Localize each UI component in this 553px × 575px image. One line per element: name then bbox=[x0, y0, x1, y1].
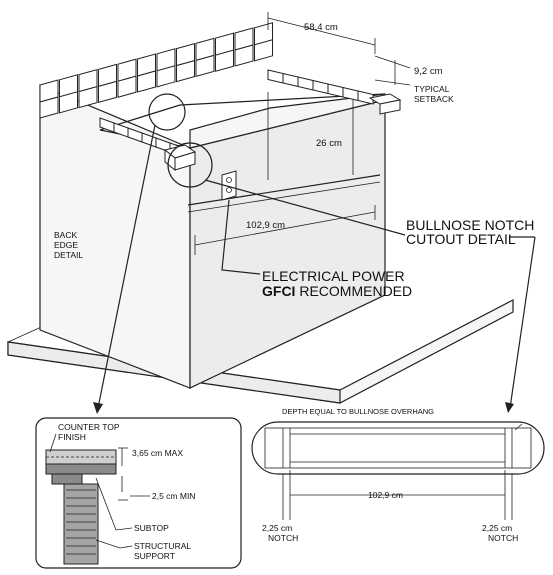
gfci-label: GFCI bbox=[262, 283, 295, 299]
bullnose-callout-circle bbox=[167, 142, 213, 188]
brick bbox=[327, 83, 344, 98]
brick bbox=[59, 91, 78, 114]
brick bbox=[282, 72, 299, 88]
setback-depth-label: 9,2 cm bbox=[414, 66, 443, 77]
brick bbox=[312, 79, 329, 95]
structural-label-1: STRUCTURAL bbox=[134, 541, 191, 551]
brick bbox=[297, 76, 314, 91]
labels: 58,4 cm 9,2 cm TYPICAL SETBACK 26 cm 102… bbox=[54, 22, 534, 561]
notch-detail bbox=[251, 421, 545, 520]
back-edge-callout-circle bbox=[148, 93, 186, 131]
opening-width-label: 102,9 cm bbox=[246, 220, 285, 231]
brick bbox=[254, 39, 273, 62]
brick-side-row bbox=[99, 69, 374, 158]
recommended-label: RECOMMENDED bbox=[299, 283, 412, 299]
bullnose-label-2: CUTOUT DETAIL bbox=[406, 231, 516, 247]
back-edge-label-2: EDGE bbox=[54, 240, 78, 250]
notch-left-label: NOTCH bbox=[268, 533, 298, 543]
subtop-label: SUBTOP bbox=[134, 523, 169, 533]
back-edge-label-1: BACK bbox=[54, 230, 77, 240]
typical-setback-label-1: TYPICAL bbox=[414, 84, 450, 94]
counter-top-label-2: FINISH bbox=[58, 432, 86, 442]
brick-back-row bbox=[39, 22, 273, 119]
bullnose-label-1: BULLNOSE NOTCH bbox=[406, 217, 534, 233]
notch-right-value: 2,25 cm bbox=[482, 523, 512, 533]
notch-width-label: 102,9 cm bbox=[368, 490, 403, 500]
right-wall bbox=[189, 99, 386, 389]
typical-setback-label-2: SETBACK bbox=[414, 94, 454, 104]
power-label-1: ELECTRICAL POWER bbox=[262, 268, 405, 284]
brick bbox=[234, 44, 254, 67]
outlet-icon bbox=[221, 170, 237, 201]
brick bbox=[357, 90, 374, 105]
brick bbox=[156, 65, 176, 88]
power-label-2: GFCI RECOMMENDED bbox=[262, 283, 412, 299]
brick bbox=[98, 80, 117, 104]
max-thickness-label: 3,65 cm MAX bbox=[132, 448, 183, 458]
back-edge-label-3: DETAIL bbox=[54, 250, 83, 260]
structural-label-2: SUPPORT bbox=[134, 551, 175, 561]
notch-left-value: 2,25 cm bbox=[262, 523, 292, 533]
callouts bbox=[93, 93, 536, 414]
notch-right-label: NOTCH bbox=[488, 533, 518, 543]
brick bbox=[78, 85, 98, 109]
brick bbox=[215, 49, 234, 72]
brick bbox=[195, 54, 215, 78]
notch-title-label: DEPTH EQUAL TO BULLNOSE OVERHANG bbox=[282, 407, 434, 416]
min-thickness-label: 2,5 cm MIN bbox=[152, 491, 195, 501]
brick bbox=[176, 59, 195, 83]
bullnose-blocks bbox=[163, 93, 402, 172]
back-edge-detail-box bbox=[35, 417, 242, 569]
brick bbox=[117, 75, 137, 98]
brick bbox=[267, 69, 284, 84]
counter-top-label-1: COUNTER TOP bbox=[58, 422, 120, 432]
opening-height-label: 26 cm bbox=[316, 138, 342, 149]
brick bbox=[39, 96, 59, 119]
brick bbox=[137, 70, 156, 93]
top-width-label: 58,4 cm bbox=[304, 22, 338, 33]
